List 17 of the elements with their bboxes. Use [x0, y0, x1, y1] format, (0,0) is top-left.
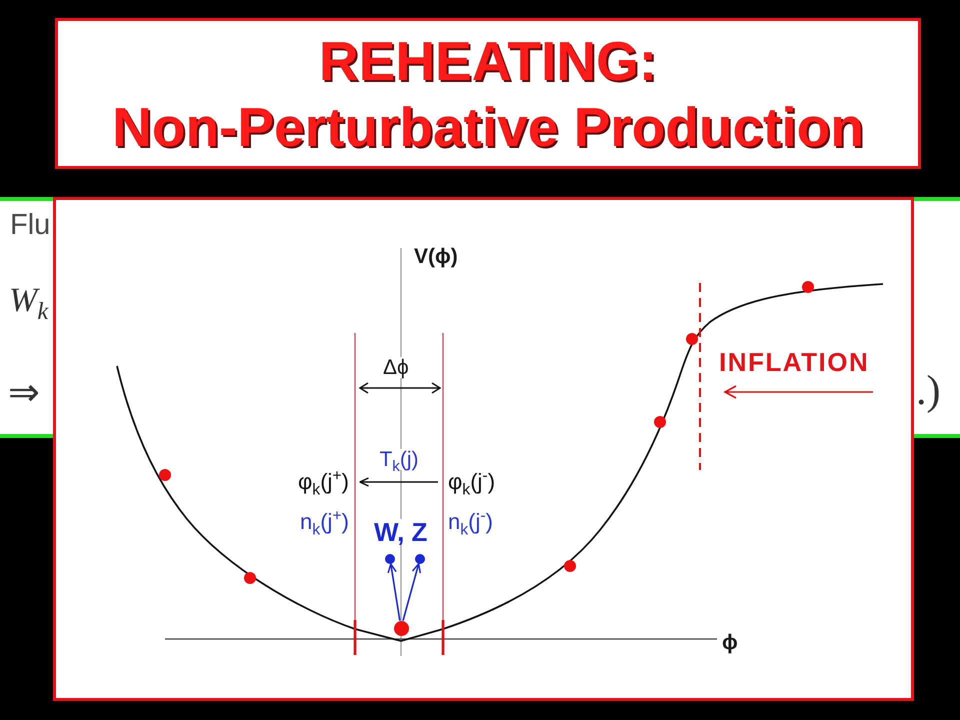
arrow: [402, 563, 422, 621]
arrow: [359, 477, 438, 487]
formula-label: n$_{k}$(j$^{+}$): [299, 510, 349, 534]
formula-label: n$_{k}$(j$^{-}$): [448, 510, 494, 534]
slide-text-fragment: Flu: [10, 211, 50, 240]
slide-text-fragment: W$_{k}$: [9, 284, 48, 318]
slide-title: REHEATING: Non-Perturbative Production: [111, 28, 865, 160]
particle-label: W, Z: [372, 519, 430, 545]
dimension-label: Δϕ: [381, 357, 411, 378]
slide-text-fragment: .): [916, 370, 940, 412]
formula-label: φ$_{k}$(j$^{-}$): [448, 470, 496, 494]
axis-label: ϕ: [722, 632, 738, 653]
slide-text-fragment: ⇒: [8, 373, 40, 411]
formula-label: φ$_{k}$(j$^{+}$): [297, 470, 349, 494]
annotation-label: INFLATION: [719, 349, 870, 375]
arrow: [387, 563, 401, 621]
axis-label: V(ϕ): [414, 246, 458, 267]
